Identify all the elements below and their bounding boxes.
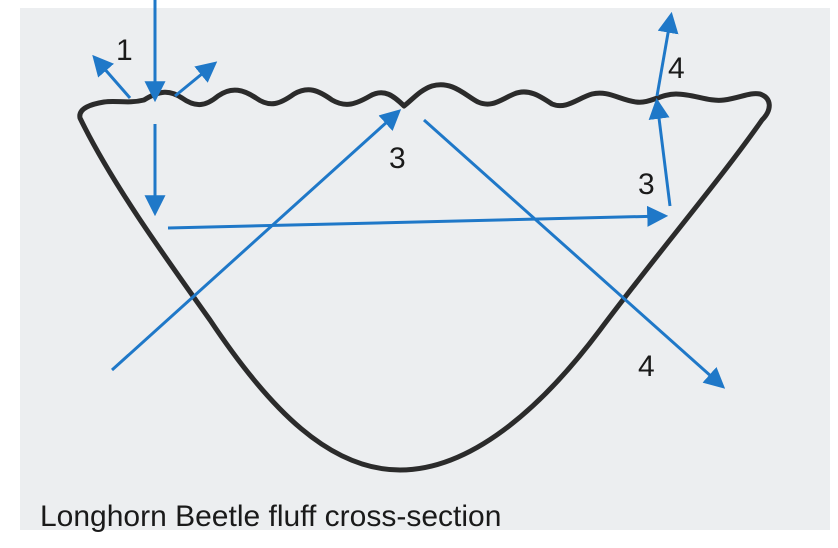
- label-1: 1: [116, 34, 133, 67]
- exit-ray-top-right-arrow: [655, 11, 679, 97]
- diagram-caption: Longhorn Beetle fluff cross-section: [40, 500, 502, 533]
- light-ray-arrows: [92, 0, 726, 389]
- label-4-top-right: 4: [668, 52, 685, 85]
- fluff-cross-section-outline: [77, 82, 772, 473]
- diagonal-ray-down-arrow: [423, 118, 726, 389]
- internal-horizontal-ray-arrow: [167, 205, 669, 230]
- label-4-bottom-right: 4: [638, 350, 655, 383]
- label-3-center: 3: [389, 142, 406, 175]
- reflected-ray-right-arrow: [174, 61, 218, 98]
- reflected-ray-left-arrow: [92, 54, 132, 99]
- internal-reflection-up-arrow: [648, 97, 672, 207]
- label-3-right: 3: [638, 168, 655, 201]
- diagonal-ray-up-arrow: [110, 109, 402, 372]
